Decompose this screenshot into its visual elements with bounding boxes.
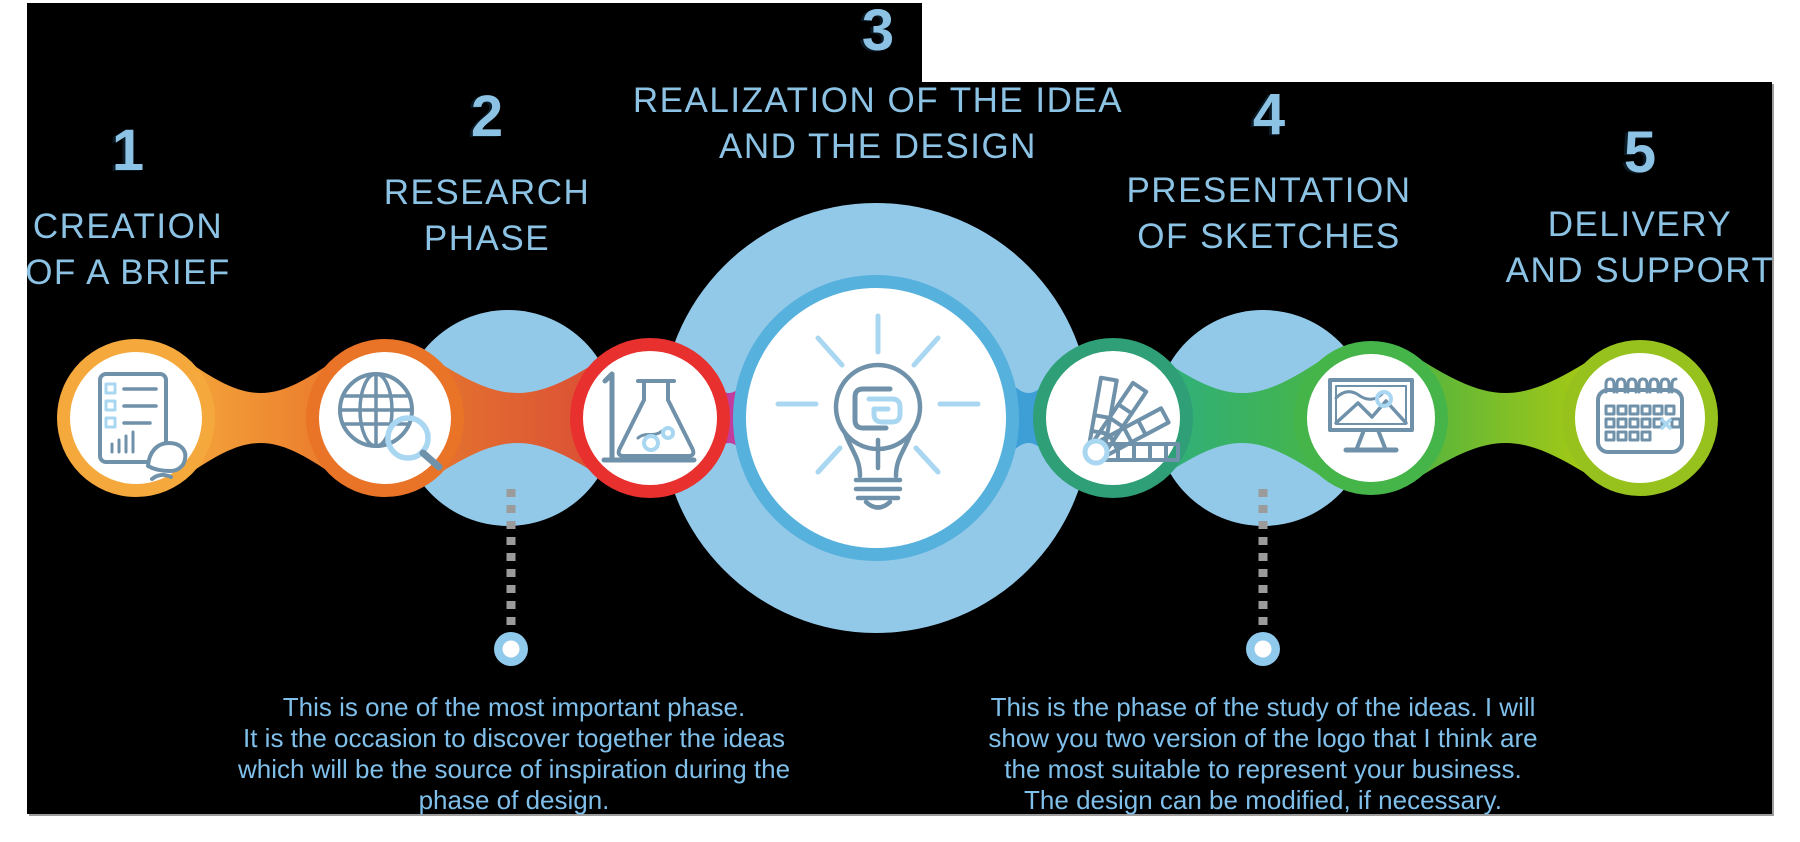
step-circle-1 (57, 339, 215, 497)
connector-1-2 (186, 360, 335, 476)
description-presentation-of-sketches: This is the phase of the study of the id… (933, 692, 1593, 816)
step-title-2-line2: PHASE (423, 219, 551, 258)
globe-research-icon (338, 372, 443, 471)
description-line: The design can be modified, if necessary… (1024, 785, 1502, 815)
step-circle-3 (570, 338, 730, 498)
color-swatches-icon (1082, 375, 1180, 466)
step-circle-7 (1562, 340, 1718, 496)
description-line: This is the phase of the study of the id… (990, 692, 1536, 722)
step-number-5: 5 (1623, 120, 1657, 185)
monitor-image-icon (1328, 378, 1414, 453)
description-line: the most suitable to represent your busi… (1004, 754, 1522, 784)
connector-2-3 (435, 360, 600, 476)
step-number-4: 4 (1252, 82, 1286, 147)
connector-5-6 (1163, 360, 1321, 476)
idea-bulb-icon (775, 313, 981, 510)
step-title-4-line2: OF SKETCHES (1137, 217, 1401, 256)
step-title-2-line1: RESEARCH (383, 173, 591, 212)
step-circle-2 (306, 339, 464, 497)
step-title-1-line1: CREATION (32, 207, 224, 246)
description-research-phase: This is one of the most important phase.… (184, 692, 844, 816)
description-line: show you two version of the logo that I … (988, 723, 1538, 753)
lab-flask-icon (601, 371, 697, 463)
step-title-3-line1: REALIZATION OF THE IDEA (632, 81, 1124, 120)
step-label-4: 4 PRESENTATION OF SKETCHES (1126, 86, 1411, 260)
step-label-1: 1 CREATION OF A BRIEF (25, 122, 231, 296)
description-line: phase of design. (418, 785, 610, 815)
brief-checklist-icon (98, 372, 188, 481)
step-title-5-line1: DELIVERY (1547, 205, 1733, 244)
description-line: which will be the source of inspiration … (237, 754, 791, 784)
step-title-3-line2: AND THE DESIGN (719, 127, 1037, 166)
description-line: It is the occasion to discover together … (243, 723, 785, 753)
description-line: This is one of the most important phase. (282, 692, 746, 722)
step-title-1-line2: OF A BRIEF (25, 253, 231, 292)
step-number-1: 1 (111, 118, 145, 183)
step-label-2: 2 RESEARCH PHASE (384, 88, 590, 262)
step-label-3: 3 REALIZATION OF THE IDEA AND THE DESIGN (633, 2, 1123, 170)
step-title-4-line1: PRESENTATION (1126, 171, 1412, 210)
bulb-rays (775, 313, 981, 475)
connector-6-7 (1421, 360, 1590, 476)
step-number-3: 3 (861, 0, 895, 63)
calendar-icon (1596, 377, 1684, 454)
timeline-marker-1 (494, 632, 528, 666)
step-title-5-line2: AND SUPPORT (1505, 251, 1775, 290)
step-label-5: 5 DELIVERY AND SUPPORT (1506, 124, 1775, 294)
timeline-marker-2 (1246, 632, 1280, 666)
step-number-2: 2 (470, 84, 504, 149)
